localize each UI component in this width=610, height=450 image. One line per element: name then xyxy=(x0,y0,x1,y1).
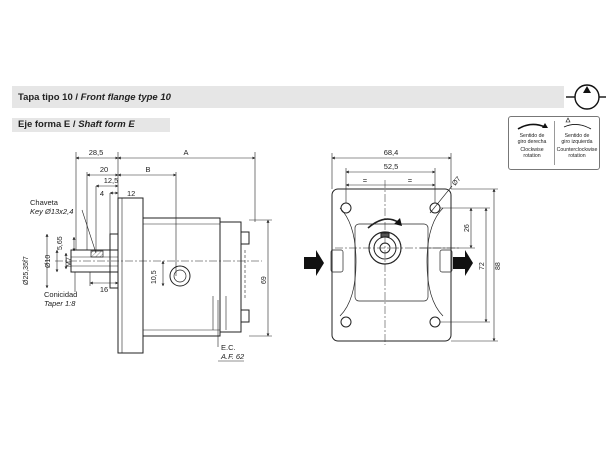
subsection-title-band xyxy=(12,118,170,132)
front-view xyxy=(330,180,460,345)
dim-26-label: 26 xyxy=(464,224,471,232)
left-port-slot xyxy=(330,249,344,273)
legend-cw-line1: Sentido de xyxy=(519,133,545,139)
right-port-slot xyxy=(439,249,453,273)
legend-ccw-line1: Sentido de xyxy=(564,133,590,139)
dim-12-5-label: 12,5 xyxy=(104,176,119,185)
side-dimension-labels: 28,5 A 20 B 12,5 4 12 Chaveta Key Ø13x2,… xyxy=(23,148,268,361)
rear-bolt-bottom xyxy=(240,309,250,323)
dim-b-label: B xyxy=(145,165,150,174)
side-port xyxy=(169,265,191,287)
dim-52-5-label: 52,5 xyxy=(384,162,399,171)
dim-4-label: 4 xyxy=(100,189,104,198)
dim-12-label: 12 xyxy=(127,189,135,198)
title-spanish: Tapa tipo 10 / xyxy=(18,92,79,103)
taper-label-spanish: Conicidad xyxy=(44,290,77,299)
rotation-arrow-icon xyxy=(367,218,399,229)
legend-clockwise: Sentido de giro derecha Clockwise rotati… xyxy=(510,133,554,159)
front-dimensions xyxy=(331,153,498,342)
inlet-arrow-icon xyxy=(304,250,324,276)
front-dimension-labels: 68,4 52,5 = = Ø7 26 72 88 xyxy=(363,148,502,270)
dim-a-label: A xyxy=(183,148,188,157)
outlet-arrow-icon xyxy=(453,250,473,276)
dim-m7-label: M7 xyxy=(66,257,73,267)
legend-ccw-line3: Counterclockwise xyxy=(556,147,598,153)
dim-88-label: 88 xyxy=(495,262,502,270)
counterclockwise-arrow-icon xyxy=(563,124,592,130)
across-flats-label: A.F. 62 xyxy=(220,352,245,361)
legend-ccw-line4: rotation xyxy=(568,153,586,159)
dim-10-5-label: 10,5 xyxy=(151,270,158,284)
legend-counterclockwise: Sentido de giro izquierda Counterclockwi… xyxy=(555,133,599,159)
dim-68-4-label: 68,4 xyxy=(384,148,399,157)
front-flange-outline xyxy=(331,188,452,342)
side-dimensions xyxy=(45,152,272,362)
subtitle-spanish: Eje forma E / xyxy=(18,119,76,130)
dim-5-65-label: 5,65 xyxy=(57,236,64,250)
legend-cw-line3: Clockwise xyxy=(520,147,544,153)
rotation-arrows xyxy=(517,117,592,130)
key-label-english: Key Ø13x2,4 xyxy=(30,207,73,216)
dim-d10-label: Ø10 xyxy=(45,255,52,268)
legend-ccw-line2: giro izquierda xyxy=(561,139,593,145)
dim-69-label: 69 xyxy=(261,276,268,284)
clockwise-arrowhead-icon xyxy=(542,123,548,128)
dim-72-label: 72 xyxy=(479,262,486,270)
pump-body-outline xyxy=(354,223,429,302)
section-title: Tapa tipo 10 / Front flange type 10 xyxy=(18,92,171,103)
counterclockwise-arrowhead-icon xyxy=(565,117,571,123)
dim-d7-label: Ø7 xyxy=(451,176,462,188)
ec-label: E.C. xyxy=(221,343,236,352)
rear-cover xyxy=(219,221,242,333)
title-english: Front flange type 10 xyxy=(80,92,171,103)
dim-28-5-label: 28,5 xyxy=(89,148,104,157)
rotation-legend: Sentido de giro derecha Clockwise rotati… xyxy=(508,116,600,170)
dim-d25-label: Ø25,35f7 xyxy=(23,256,30,285)
key-label-spanish: Chaveta xyxy=(30,198,59,207)
taper-label-english: Taper 1:8 xyxy=(44,299,76,308)
section-title-band xyxy=(12,86,564,108)
equal-right-label: = xyxy=(408,176,413,185)
dim-20-label: 20 xyxy=(100,165,108,174)
subtitle-english: Shaft form E xyxy=(78,119,135,130)
rear-bolt-top xyxy=(240,231,250,245)
pump-symbol-icon xyxy=(566,84,606,110)
legend-cw-line2: giro derecha xyxy=(517,139,547,145)
rotation-arrowhead-icon xyxy=(394,218,402,226)
subsection-title: Eje forma E / Shaft form E xyxy=(18,119,135,130)
flow-arrows xyxy=(304,250,473,276)
legend-cw-line4: rotation xyxy=(523,153,541,159)
legend-divider xyxy=(554,121,555,165)
clockwise-arrow-icon xyxy=(517,123,546,130)
equal-left-label: = xyxy=(363,176,368,185)
side-view xyxy=(55,197,262,354)
key-section xyxy=(90,250,104,258)
dim-16-label: 16 xyxy=(100,285,108,294)
